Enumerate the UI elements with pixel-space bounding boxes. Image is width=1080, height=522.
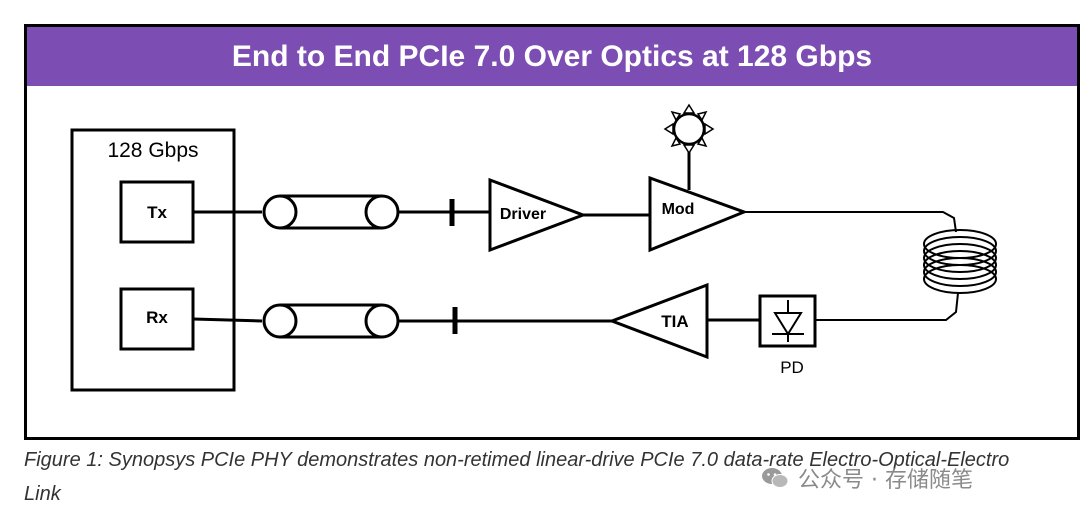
driver-amplifier [488, 177, 588, 253]
tia-amplifier [607, 282, 709, 360]
rx-cable-icon [262, 303, 400, 339]
phy-box [70, 128, 236, 392]
watermark-text: 公众号 · 存储随笔 [798, 468, 973, 493]
tia-label: TIA [661, 312, 688, 331]
watermark: 公众号 · 存储随笔 [760, 462, 973, 494]
fiber-in [815, 292, 959, 321]
phy-box-label: 128 Gbps [107, 139, 198, 162]
photodiode-icon [758, 294, 817, 348]
tx-cable-icon [262, 194, 400, 230]
diagram-title: End to End PCIe 7.0 Over Optics at 128 G… [24, 24, 1080, 86]
wechat-icon [762, 468, 789, 488]
laser-icon [663, 103, 715, 190]
modulator [648, 175, 749, 253]
rx-label: Rx [146, 308, 168, 327]
mod-label: Mod [662, 201, 695, 218]
rx-block [119, 287, 195, 351]
figure-caption: Figure 1: Synopsys PCIe PHY demonstrates… [24, 449, 1010, 505]
pd-label: PD [780, 358, 804, 377]
rx-wire-1 [192, 317, 263, 323]
fiber-out [744, 211, 957, 233]
fiber-spool-icon [923, 229, 997, 294]
tx-label: Tx [147, 203, 167, 222]
driver-label: Driver [500, 206, 546, 223]
